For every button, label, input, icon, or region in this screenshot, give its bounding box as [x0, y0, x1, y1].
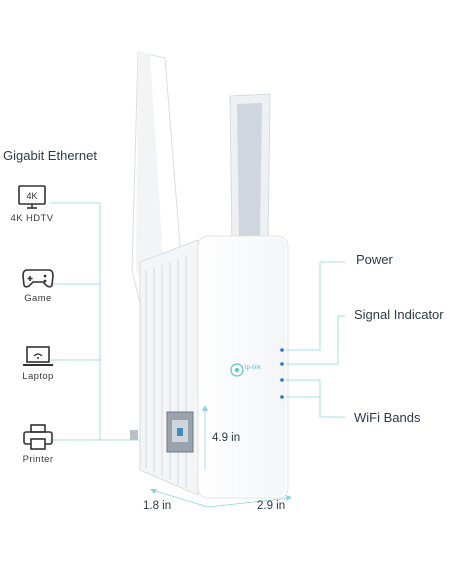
- device-label: Game: [24, 293, 52, 304]
- laptop-icon: [23, 346, 53, 366]
- callout-power: Power: [356, 252, 393, 267]
- device-printer: Printer: [8, 423, 68, 465]
- brand-text: tp-link: [245, 365, 262, 371]
- device-label: 4K HDTV: [10, 213, 54, 224]
- callout-signal-indicator: Signal Indicator: [354, 307, 444, 322]
- dimension-depth: 1.8 in: [143, 500, 172, 512]
- gamepad-icon: [22, 269, 54, 288]
- device-4k-hdtv: 4K 4K HDTV: [2, 184, 62, 224]
- device-game: Game: [8, 266, 68, 304]
- callout-lines: [286, 261, 345, 418]
- dimension-height: 4.9 in: [212, 432, 241, 444]
- ethernet-connector-lines: [50, 202, 170, 441]
- device-laptop: Laptop: [8, 344, 68, 382]
- signal-led: [280, 362, 284, 366]
- extender-body: [197, 235, 289, 499]
- led-indicators: [280, 348, 284, 399]
- band-24-led: [280, 378, 284, 382]
- height-dimension: [202, 405, 208, 470]
- section-title: Gigabit Ethernet: [3, 148, 97, 163]
- band-5-led: [280, 395, 284, 399]
- device-label: Laptop: [22, 371, 54, 382]
- bottom-dimension-lines: [150, 489, 292, 508]
- callout-wifi-bands: WiFi Bands: [354, 410, 421, 425]
- tv-4k-icon: 4K: [18, 185, 46, 209]
- svg-text:4K: 4K: [26, 191, 37, 201]
- printer-icon: [23, 424, 53, 450]
- tp-link-logo: [230, 363, 244, 377]
- rear-antenna: [229, 93, 271, 248]
- power-led: [280, 348, 284, 352]
- dimension-width: 2.9 in: [257, 500, 286, 512]
- device-label: Printer: [22, 454, 54, 465]
- side-vents: [130, 239, 199, 496]
